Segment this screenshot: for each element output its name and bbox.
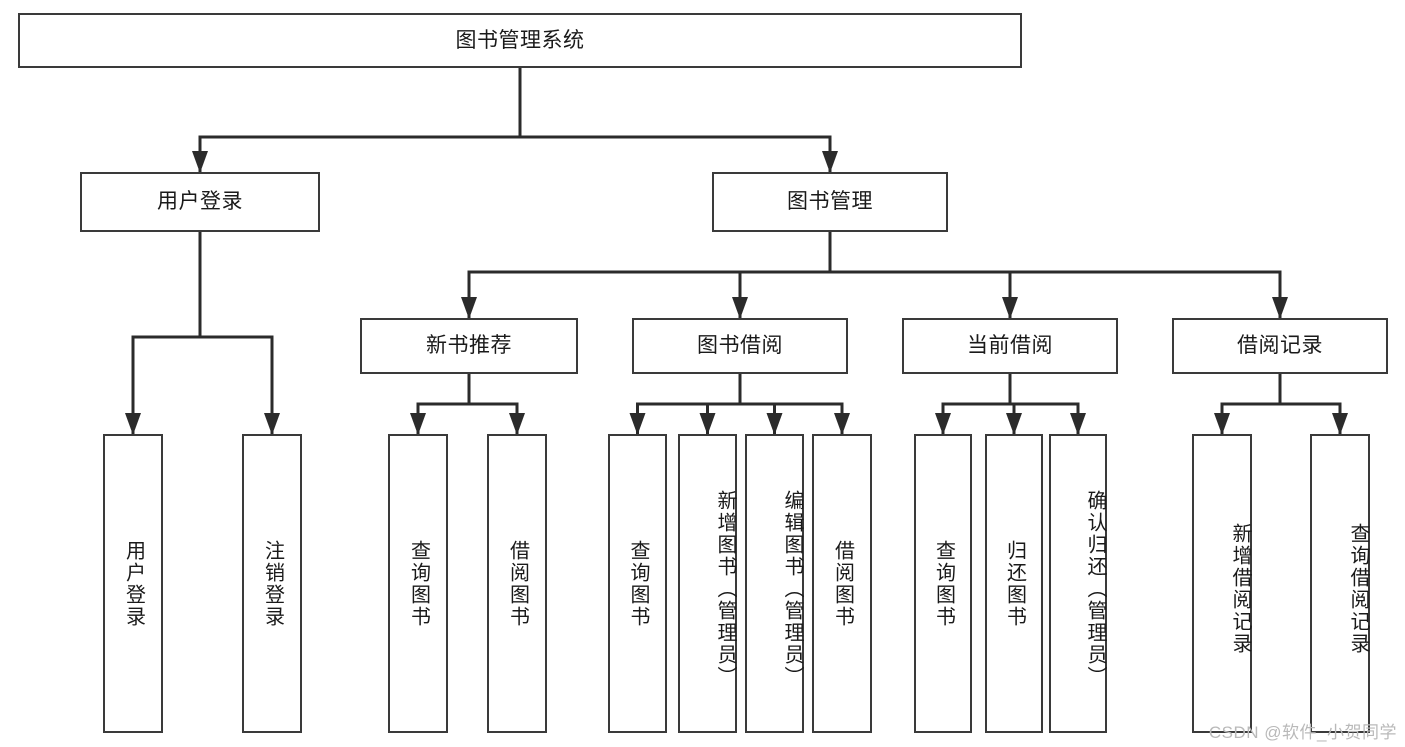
node-label: 编辑图书（管理员） (781, 489, 803, 688)
edge-arrowhead (1002, 297, 1018, 319)
edge-arrowhead (766, 413, 783, 435)
node-label: 图书管理系统 (455, 28, 585, 52)
node-label: 查询图书 (932, 539, 955, 628)
node-label: 注销登录 (261, 539, 284, 628)
node-leaf-edit-book: 编辑图书（管理员） (745, 434, 804, 733)
node-leaf-logout: 注销登录 (242, 434, 302, 733)
edge-arrowhead (629, 413, 646, 435)
edge-arrowhead (1214, 413, 1230, 435)
node-leaf-query-book-2: 查询图书 (608, 434, 667, 733)
node-leaf-user-login: 用户登录 (103, 434, 163, 733)
edge-arrowhead (1272, 297, 1288, 319)
edge-arrowhead (410, 413, 426, 435)
node-leaf-query-book-3: 查询图书 (914, 434, 972, 733)
node-label: 图书管理 (787, 190, 873, 214)
node-loan-record: 借阅记录 (1172, 318, 1388, 374)
edge-arrowhead (1006, 413, 1022, 435)
node-label: 用户登录 (157, 190, 243, 214)
node-leaf-add-record: 新增借阅记录 (1192, 434, 1252, 733)
edge-arrowhead (125, 413, 141, 435)
node-label: 图书借阅 (697, 334, 783, 358)
edge-arrowhead (509, 413, 525, 435)
node-leaf-return-book: 归还图书 (985, 434, 1043, 733)
node-user-login: 用户登录 (80, 172, 320, 232)
node-label: 新书推荐 (426, 334, 512, 358)
node-label: 新增借阅记录 (1229, 522, 1251, 655)
edge-arrowhead (192, 151, 208, 173)
node-leaf-query-record: 查询借阅记录 (1310, 434, 1370, 733)
node-book-mgmt: 图书管理 (712, 172, 948, 232)
node-label: 查询图书 (627, 539, 649, 628)
node-label: 查询图书 (407, 539, 430, 628)
node-label: 确认归还（管理员） (1084, 489, 1106, 688)
edge-arrowhead (935, 413, 951, 435)
edge-arrowhead (732, 297, 748, 319)
node-label: 归还图书 (1003, 539, 1026, 628)
node-leaf-confirm-return: 确认归还（管理员） (1049, 434, 1107, 733)
node-root: 图书管理系统 (18, 13, 1022, 68)
edge-arrowhead (1332, 413, 1348, 435)
node-label: 借阅记录 (1237, 334, 1323, 358)
node-label: 借阅图书 (831, 539, 854, 628)
node-new-book-rec: 新书推荐 (360, 318, 578, 374)
node-leaf-borrow-book-1: 借阅图书 (487, 434, 547, 733)
node-label: 用户登录 (122, 539, 145, 628)
node-label: 新增图书（管理员） (714, 489, 736, 688)
node-leaf-borrow-book-2: 借阅图书 (812, 434, 872, 733)
edge-arrowhead (834, 413, 850, 435)
node-current-loan: 当前借阅 (902, 318, 1118, 374)
edge-arrowhead (822, 151, 838, 173)
edge-arrowhead (461, 297, 477, 319)
node-book-borrow: 图书借阅 (632, 318, 848, 374)
node-leaf-add-book: 新增图书（管理员） (678, 434, 737, 733)
node-label: 当前借阅 (967, 334, 1053, 358)
edge-arrowhead (699, 413, 716, 435)
node-label: 查询借阅记录 (1347, 522, 1369, 655)
edge-arrowhead (1070, 413, 1086, 435)
node-leaf-query-book-1: 查询图书 (388, 434, 448, 733)
edge-arrowhead (264, 413, 280, 435)
node-label: 借阅图书 (506, 539, 529, 628)
